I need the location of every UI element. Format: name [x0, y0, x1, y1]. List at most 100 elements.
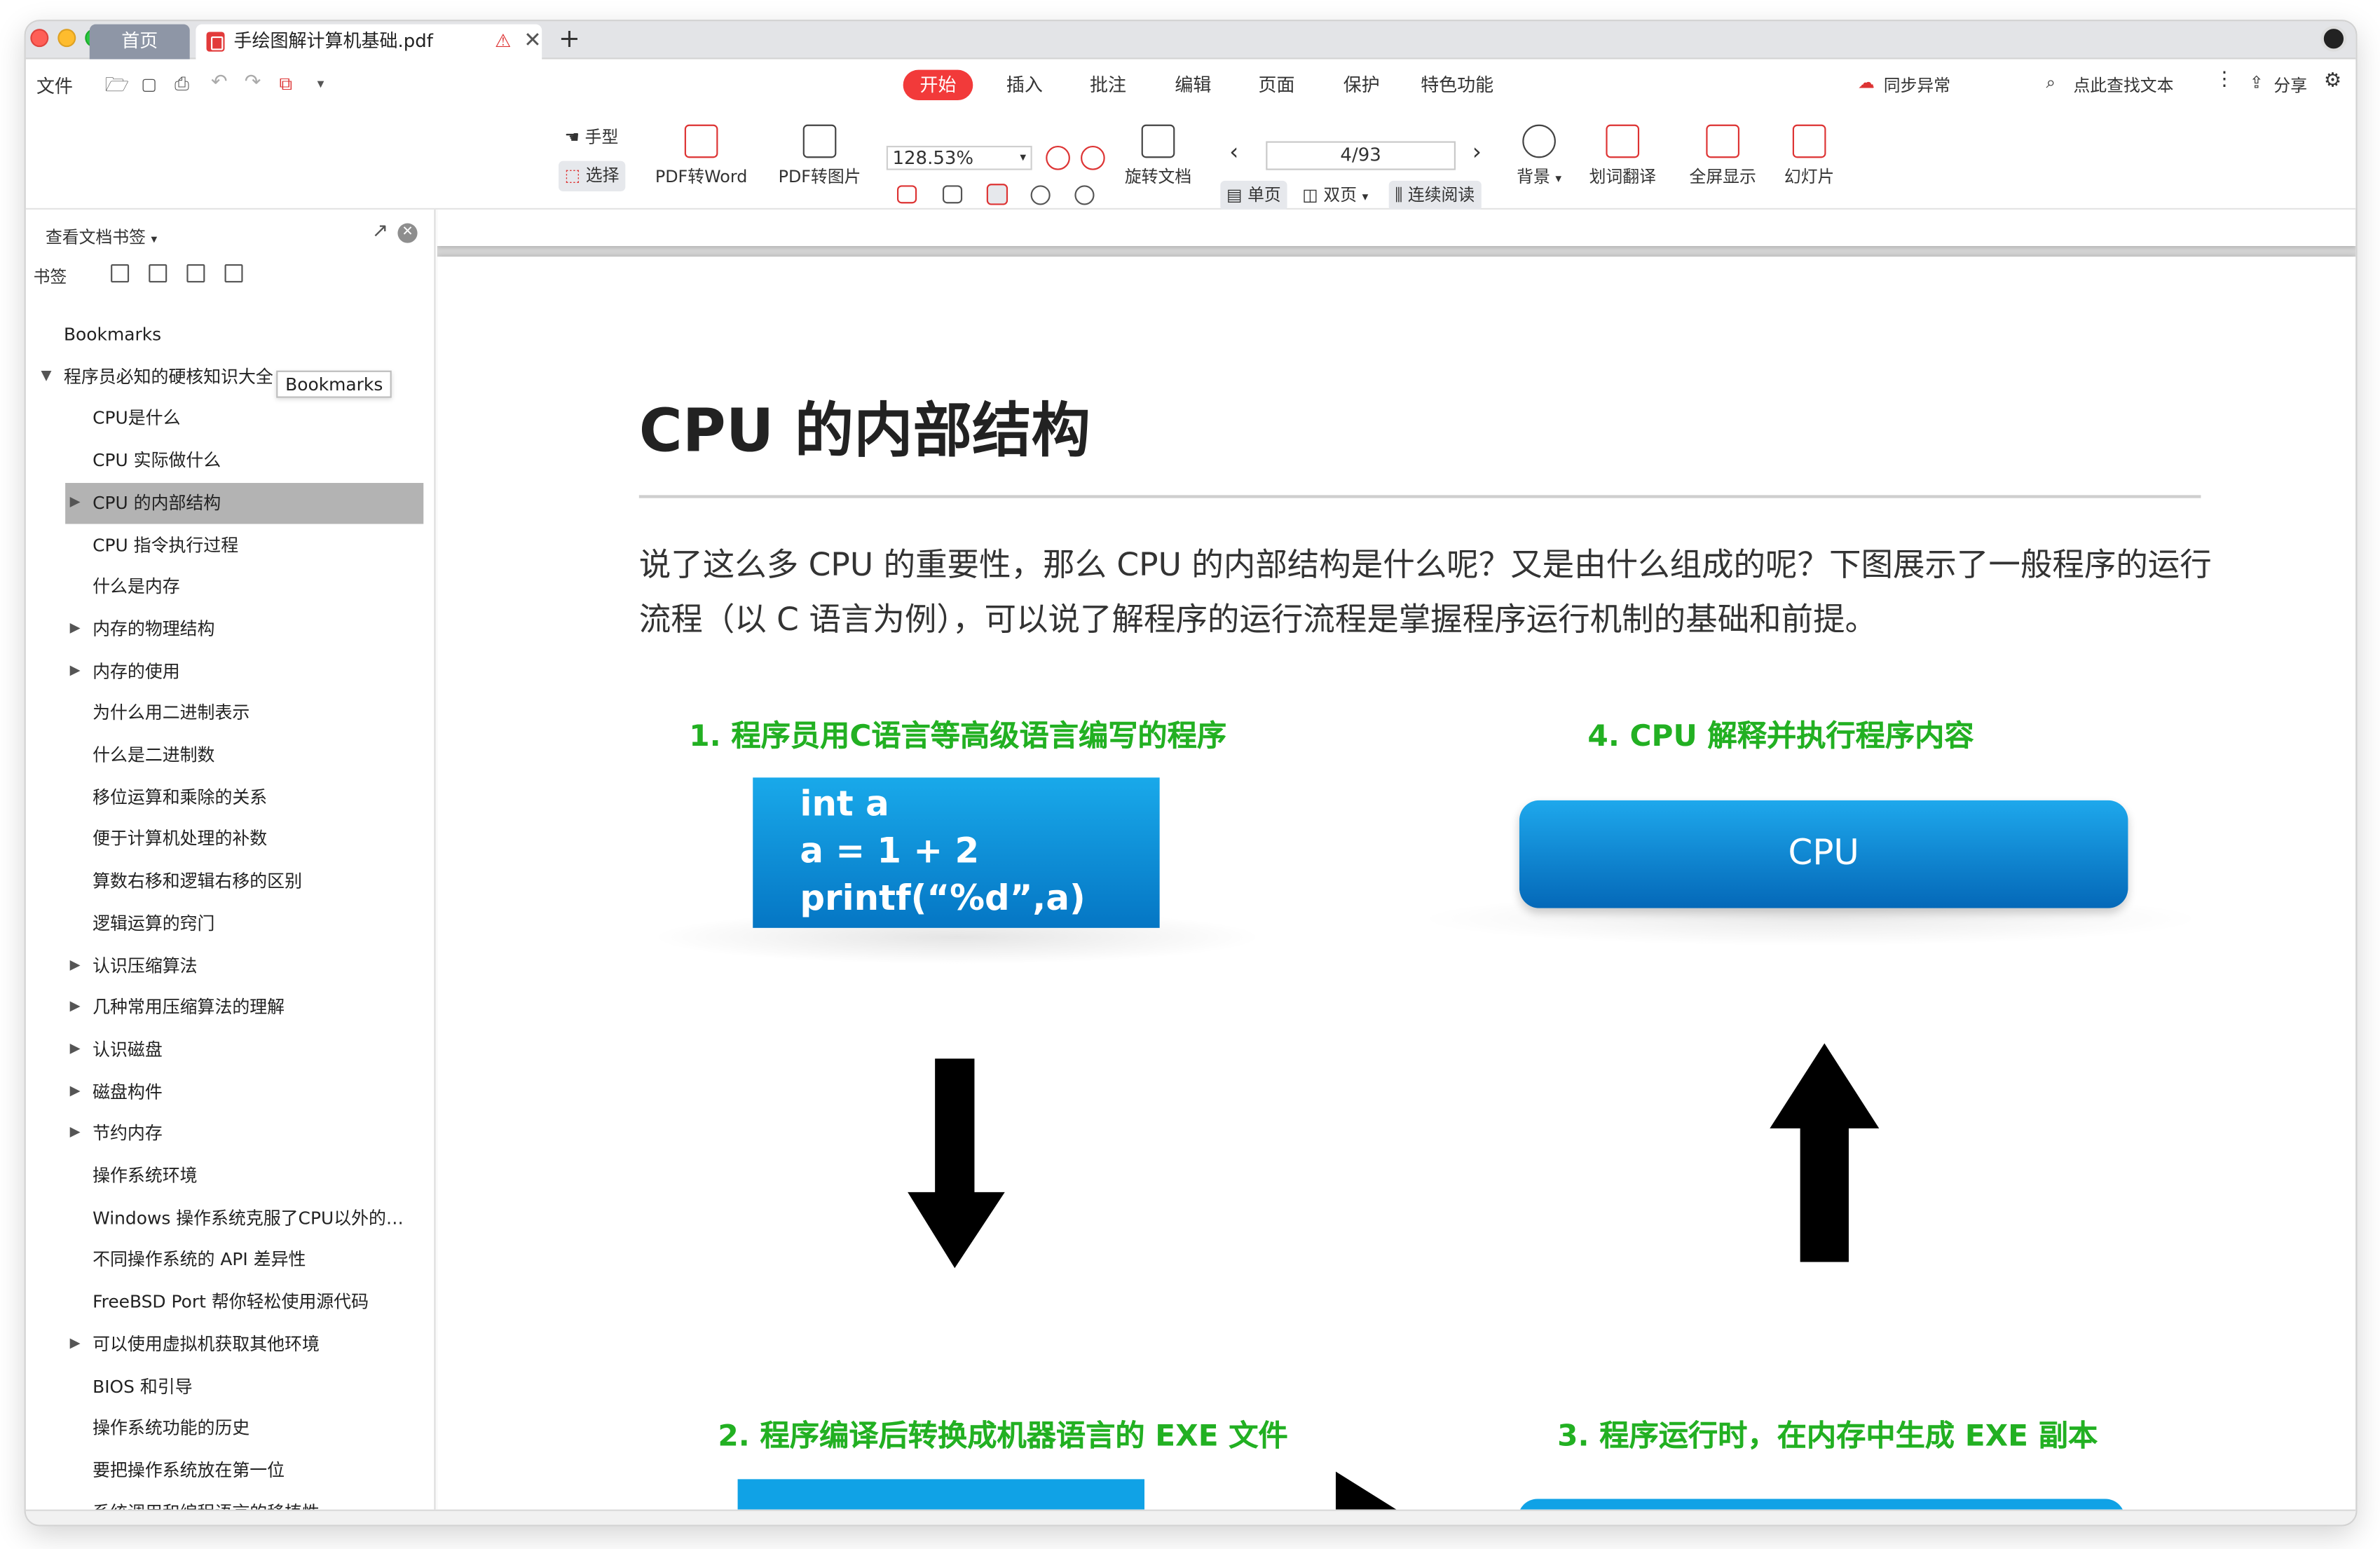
undo-icon[interactable]: ↶ [211, 71, 228, 95]
bookmark-item[interactable]: 算数右移和逻辑右移的区别 [26, 861, 423, 903]
export-pdf-icon[interactable]: ⧉ [279, 73, 293, 95]
bookmark-item[interactable]: CPU 指令执行过程 [26, 525, 423, 566]
collapsed-arrow-icon[interactable]: ▶ [69, 1126, 81, 1141]
share-button[interactable]: 分享 [2273, 76, 2308, 96]
continuous-read-button[interactable]: ⫼ 连续阅读 [1388, 180, 1481, 212]
expanded-arrow-icon[interactable]: ▼ [41, 368, 52, 384]
fit-width-icon[interactable] [986, 184, 1008, 205]
bookmark-item[interactable]: ▶磁盘构件 [26, 1072, 423, 1113]
bookmark-item[interactable]: ▶内存的物理结构 [26, 609, 423, 650]
select-tool-button[interactable]: ⬚ 选择 [559, 161, 626, 192]
bookmark-item[interactable]: Bookmarks [26, 315, 423, 356]
fit-page-icon[interactable] [942, 185, 963, 204]
bookmark-item-label: CPU 实际做什么 [93, 449, 221, 471]
print-icon[interactable]: ⎙ [175, 73, 189, 95]
sidebar-header[interactable]: 查看文档书签 ▾ [45, 228, 158, 248]
slideshow-button[interactable]: 幻灯片 [1779, 124, 1840, 189]
settings-gear-icon[interactable]: ⚙ [2323, 69, 2342, 93]
bookmark-item[interactable]: ▶CPU 的内部结构 [65, 482, 424, 524]
zoom-in-icon[interactable] [1081, 146, 1105, 170]
background-button[interactable]: 背景 ▾ [1510, 124, 1568, 189]
collapse-all-icon[interactable] [149, 264, 167, 283]
quick-access-dropdown-icon[interactable]: ▾ [317, 77, 324, 93]
actual-size-icon[interactable] [896, 185, 917, 204]
bookmark-item[interactable]: CPU 实际做什么 [26, 441, 423, 482]
expand-all-icon[interactable] [111, 264, 130, 283]
bookmark-item[interactable]: ▶几种常用压缩算法的理解 [26, 988, 423, 1029]
sidebar-close-icon[interactable]: ✕ [397, 223, 418, 243]
previous-page-icon[interactable]: ‹ [1229, 138, 1239, 166]
tab-start[interactable]: 开始 [903, 69, 973, 101]
tab-document[interactable]: 手绘图解计算机基础.pdf ⚠ ✕ [196, 24, 542, 60]
document-area[interactable]: CPU 的内部结构 说了这么多 CPU 的重要性，那么 CPU 的内部结构是什么… [437, 210, 2356, 1510]
fullscreen-button[interactable]: 全屏显示 [1683, 124, 1763, 189]
tab-close-icon[interactable]: ✕ [524, 29, 542, 53]
bookmark-item[interactable]: 什么是二进制数 [26, 735, 423, 777]
bookmark-item[interactable]: FreeBSD Port 帮你轻松使用源代码 [26, 1282, 423, 1323]
find-text-button[interactable]: 点此查找文本 [2073, 76, 2174, 96]
collapsed-arrow-icon[interactable]: ▶ [69, 620, 81, 636]
tab-insert[interactable]: 插入 [1006, 74, 1043, 96]
bookmark-item[interactable]: BIOS 和引导 [26, 1366, 423, 1407]
collapsed-arrow-icon[interactable]: ▶ [69, 1084, 81, 1099]
more-icon[interactable]: ⋮ [2214, 68, 2235, 92]
redo-icon[interactable]: ↷ [244, 71, 261, 95]
rotate-right-icon[interactable] [1030, 185, 1051, 205]
bookmark-item[interactable]: 移位运算和乘除的关系 [26, 777, 423, 819]
bookmark-item[interactable]: CPU是什么 [26, 399, 423, 440]
bookmark-item[interactable]: 操作系统环境 [26, 1156, 423, 1197]
translate-button[interactable]: 划词翻译 [1583, 124, 1662, 189]
collapsed-arrow-icon[interactable]: ▶ [69, 494, 81, 510]
bookmark-item[interactable]: ▶认识磁盘 [26, 1030, 423, 1071]
bookmark-item[interactable]: ▶节约内存 [26, 1114, 423, 1155]
hand-tool-button[interactable]: ☚ 手型 [559, 123, 624, 153]
bookmark-item[interactable]: ▼程序员必知的硬核知识大全 [26, 356, 423, 397]
window-minimize-button[interactable] [57, 29, 76, 48]
new-tab-button[interactable]: + [559, 24, 580, 55]
collapsed-arrow-icon[interactable]: ▶ [69, 1042, 81, 1057]
next-page-icon[interactable]: › [1472, 138, 1482, 166]
rotate-left-icon[interactable] [1074, 185, 1095, 205]
tab-protect[interactable]: 保护 [1343, 74, 1380, 96]
pdf-to-image-button[interactable]: PDF转图片 [772, 124, 866, 189]
tab-edit[interactable]: 编辑 [1175, 74, 1212, 96]
bookmark-item[interactable]: ▶内存的使用 [26, 651, 423, 692]
window-close-button[interactable] [30, 29, 49, 48]
bookmark-item[interactable]: 什么是内存 [26, 567, 423, 608]
sync-status[interactable]: 同步异常 [1883, 76, 1951, 96]
bookmark-item[interactable]: ▶可以使用虚拟机获取其他环境 [26, 1324, 423, 1365]
collapsed-arrow-icon[interactable]: ▶ [69, 662, 81, 678]
tab-home[interactable]: 首页 [89, 24, 190, 60]
single-page-button[interactable]: ▤ 单页 [1220, 180, 1287, 212]
save-icon[interactable]: ▢ [141, 74, 157, 95]
avatar[interactable] [2320, 25, 2347, 52]
collapsed-arrow-icon[interactable]: ▶ [69, 957, 81, 973]
page-number-input[interactable]: 4/93 [1266, 141, 1456, 170]
double-page-button[interactable]: ◫ 双页 ▾ [1297, 181, 1374, 211]
rotate-document-label: 旋转文档 [1124, 167, 1192, 187]
menu-file[interactable]: 文件 [36, 76, 73, 97]
bookmark-icon[interactable] [224, 264, 243, 283]
tab-features[interactable]: 特色功能 [1421, 74, 1494, 96]
bookmark-item[interactable]: ▶认识压缩算法 [26, 946, 423, 987]
zoom-select[interactable]: 128.53%▾ [886, 146, 1032, 170]
bookmark-item[interactable]: 系统调用和编程语言的移植性 [26, 1492, 423, 1510]
bookmark-item[interactable]: 不同操作系统的 API 差异性 [26, 1240, 423, 1281]
zoom-out-icon[interactable] [1046, 146, 1070, 170]
bookmark-item[interactable]: 操作系统功能的历史 [26, 1408, 423, 1449]
pdf-to-word-button[interactable]: PDF转Word [654, 124, 748, 189]
rotate-document-button[interactable]: 旋转文档 [1119, 124, 1198, 189]
bookmark-item[interactable]: Windows 操作系统克服了CPU以外的… [26, 1198, 423, 1239]
collapsed-arrow-icon[interactable]: ▶ [69, 1336, 81, 1351]
bookmark-item[interactable]: 为什么用二进制表示 [26, 693, 423, 735]
collapsed-arrow-icon[interactable]: ▶ [69, 999, 81, 1015]
open-folder-icon[interactable]: 🗁 [104, 74, 130, 97]
tab-annotate[interactable]: 批注 [1090, 74, 1127, 96]
bookmark-item[interactable]: 便于计算机处理的补数 [26, 819, 423, 861]
add-bookmark-icon[interactable] [186, 264, 205, 283]
bookmark-item[interactable]: 要把操作系统放在第一位 [26, 1450, 423, 1492]
tab-page[interactable]: 页面 [1258, 74, 1295, 96]
bookmark-item[interactable]: 逻辑运算的窍门 [26, 903, 423, 945]
pin-icon[interactable]: ↗ [371, 220, 389, 243]
